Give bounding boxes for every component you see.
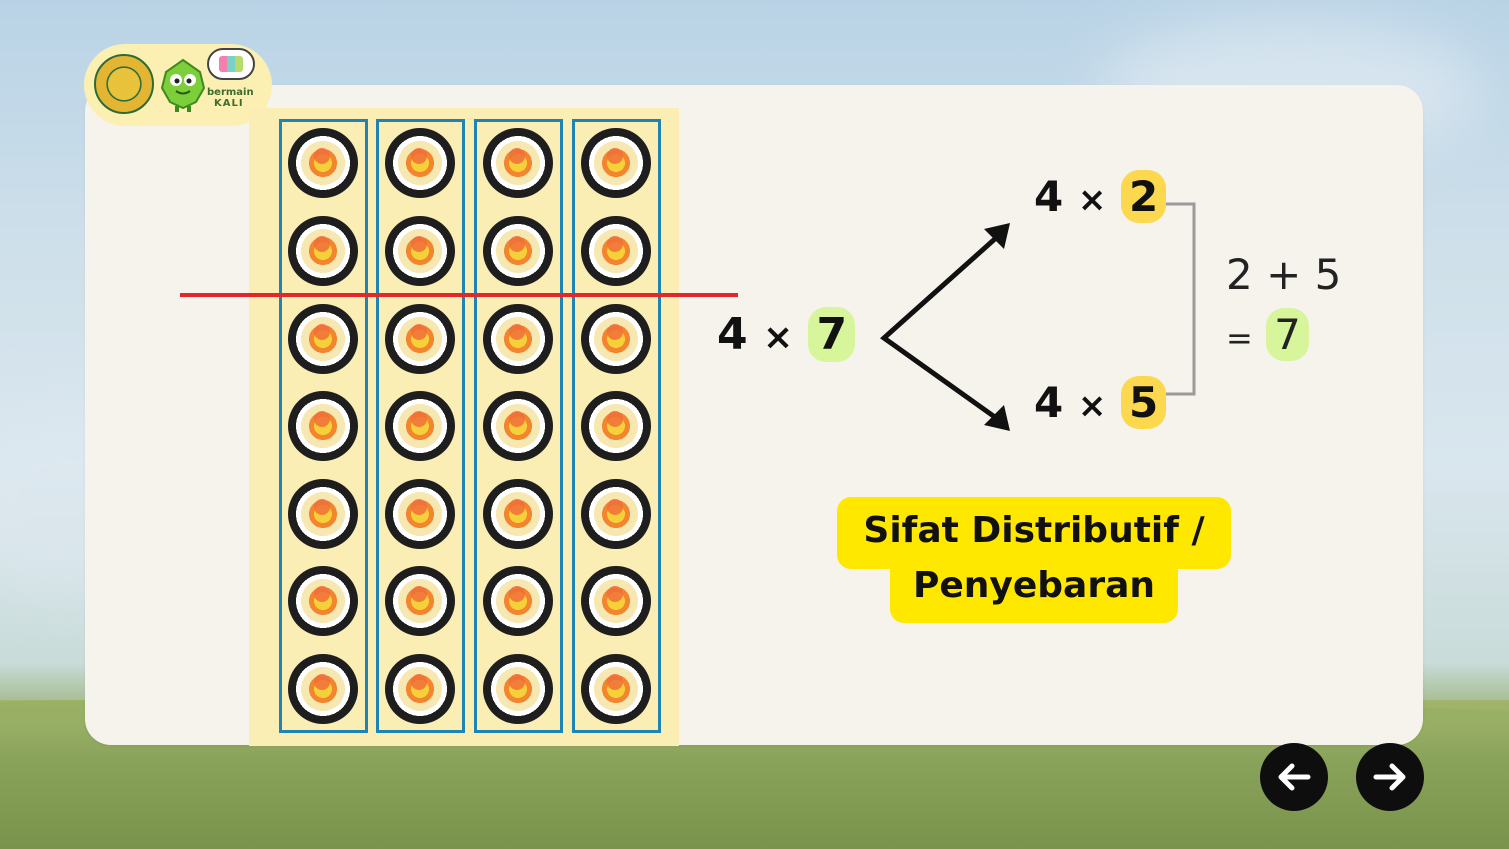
main-times-sign: × bbox=[762, 317, 794, 358]
sushi-roll bbox=[288, 566, 358, 636]
sushi-roll bbox=[385, 391, 455, 461]
sushi-roll bbox=[581, 128, 651, 198]
sushi-roll bbox=[288, 391, 358, 461]
sushi-roll bbox=[483, 128, 553, 198]
sushi-roll bbox=[385, 128, 455, 198]
main-left-operand: 4 bbox=[717, 309, 748, 360]
bottom-left-operand: 4 bbox=[1034, 378, 1064, 427]
ministry-emblem-logo bbox=[94, 54, 154, 114]
main-expression: 4 × 7 bbox=[717, 307, 856, 362]
sum-result-value: 7 bbox=[1266, 308, 1309, 361]
sushi-roll bbox=[483, 654, 553, 724]
sushi-column bbox=[376, 119, 465, 733]
sushi-roll bbox=[581, 654, 651, 724]
top-left-operand: 4 bbox=[1034, 172, 1064, 221]
top-right-operand: 2 bbox=[1120, 170, 1167, 223]
top-times-sign: × bbox=[1077, 180, 1107, 220]
logo-text-bermain: bermain bbox=[207, 87, 254, 98]
sum-result: = 7 bbox=[1226, 308, 1309, 361]
equals-sign: = bbox=[1226, 319, 1253, 357]
main-right-operand: 7 bbox=[808, 307, 856, 362]
sushi-roll bbox=[385, 216, 455, 286]
logo-text-kali: KALI bbox=[214, 98, 244, 109]
thought-bubble-logo bbox=[207, 48, 255, 80]
property-label-line2: Penyebaran bbox=[912, 565, 1156, 606]
sushi-column bbox=[279, 119, 368, 733]
mascot-logo bbox=[160, 58, 206, 112]
split-arrows bbox=[880, 223, 1010, 431]
sushi-roll bbox=[581, 566, 651, 636]
sushi-roll bbox=[288, 304, 358, 374]
sushi-roll bbox=[483, 566, 553, 636]
sushi-roll bbox=[385, 304, 455, 374]
bottom-expression: 4 × 5 bbox=[1034, 376, 1167, 429]
sushi-roll bbox=[483, 304, 553, 374]
sushi-roll bbox=[288, 216, 358, 286]
sushi-roll bbox=[483, 391, 553, 461]
sushi-roll bbox=[385, 654, 455, 724]
sushi-column bbox=[572, 119, 661, 733]
top-expression: 4 × 2 bbox=[1034, 170, 1167, 223]
arrow-right-icon bbox=[1373, 763, 1406, 791]
sushi-roll bbox=[288, 479, 358, 549]
sushi-roll bbox=[483, 216, 553, 286]
next-button[interactable] bbox=[1356, 743, 1424, 811]
split-line bbox=[180, 293, 738, 297]
property-label-line2-bg bbox=[890, 555, 1178, 623]
sushi-roll bbox=[385, 479, 455, 549]
sushi-roll bbox=[288, 128, 358, 198]
sushi-roll bbox=[581, 216, 651, 286]
sushi-roll bbox=[288, 654, 358, 724]
sushi-roll bbox=[581, 304, 651, 374]
sushi-roll bbox=[581, 479, 651, 549]
property-label-line1: Sifat Distributif / bbox=[863, 510, 1205, 551]
bottom-right-operand: 5 bbox=[1120, 376, 1167, 429]
arrow-left-icon bbox=[1278, 763, 1311, 791]
sushi-roll bbox=[385, 566, 455, 636]
sum-line: 2 + 5 bbox=[1226, 250, 1342, 299]
previous-button[interactable] bbox=[1260, 743, 1328, 811]
sushi-roll bbox=[483, 479, 553, 549]
sum-bracket bbox=[1166, 202, 1196, 396]
bottom-times-sign: × bbox=[1077, 386, 1107, 426]
sushi-column bbox=[474, 119, 563, 733]
sushi-roll bbox=[581, 391, 651, 461]
